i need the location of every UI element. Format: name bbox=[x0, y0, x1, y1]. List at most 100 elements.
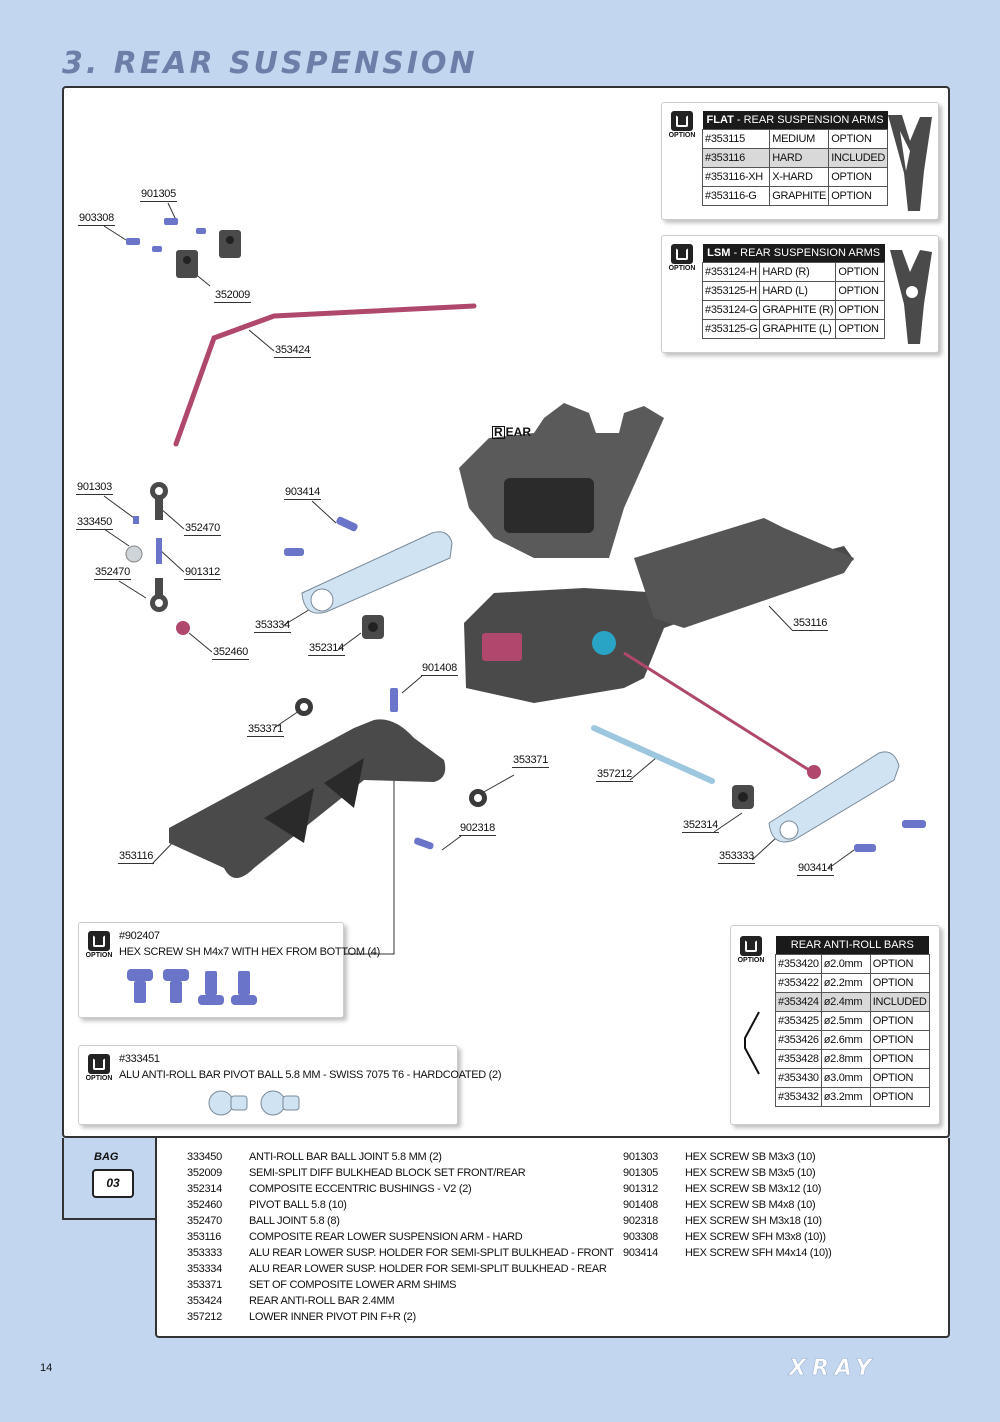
callout-901305: 901305 bbox=[140, 188, 177, 202]
callout-352314-right: 352314 bbox=[682, 819, 719, 833]
pivot-ball-illustrations bbox=[208, 1090, 300, 1116]
antiroll-option-badge: OPTION bbox=[737, 936, 765, 964]
rear-initial-box: R bbox=[492, 425, 505, 439]
callout-357212: 357212 bbox=[596, 768, 633, 782]
thumbs-up-icon bbox=[88, 931, 110, 951]
option-screw-code: #902407 bbox=[119, 930, 160, 942]
option-pivot-ball-box: OPTION #333451 ALU ANTI-ROLL BAR PIVOT B… bbox=[78, 1045, 502, 1125]
page-title: 3. REAR SUSPENSION bbox=[62, 46, 478, 81]
flat-table-header: FLAT - REAR SUSPENSION ARMS bbox=[702, 111, 888, 130]
bag-tab: BAG 03 bbox=[62, 1138, 157, 1220]
option-label: OPTION bbox=[737, 957, 765, 964]
flat-option-badge: OPTION bbox=[668, 111, 696, 139]
thumbs-up-icon bbox=[88, 1054, 110, 1074]
option-label: OPTION bbox=[668, 132, 696, 139]
hex-screw-illustrations bbox=[127, 969, 257, 1005]
ball-option-badge: OPTION bbox=[85, 1054, 113, 1082]
callout-352460: 352460 bbox=[212, 646, 249, 660]
exploded-view-drawing bbox=[103, 202, 926, 955]
lsm-table-header: LSM - REAR SUSPENSION ARMS bbox=[702, 244, 885, 263]
bag-number: 03 bbox=[92, 1169, 134, 1198]
callout-333450: 333450 bbox=[76, 516, 113, 530]
callout-903414-left: 903414 bbox=[284, 486, 321, 500]
xray-logo-text: XRAY bbox=[787, 1356, 877, 1379]
bag-label: BAG bbox=[94, 1151, 119, 1163]
callout-352470-bottom: 352470 bbox=[94, 566, 131, 580]
flat-arms-option-box: OPTION FLAT - REAR SUSPENSION ARMS #3531… bbox=[661, 102, 939, 220]
option-screw-box: OPTION #902407 HEX SCREW SH M4x7 WITH HE… bbox=[78, 922, 380, 1018]
thumbs-up-icon bbox=[740, 936, 762, 956]
callout-353371-right: 353371 bbox=[512, 754, 549, 768]
lsm-option-badge: OPTION bbox=[668, 244, 696, 272]
callout-902318: 902318 bbox=[459, 822, 496, 836]
lsm-arm-illustration bbox=[890, 250, 932, 344]
xray-logo: XRAY bbox=[787, 1356, 877, 1379]
antiroll-table-header: REAR ANTI-ROLL BARS bbox=[775, 936, 930, 955]
option-label: OPTION bbox=[85, 952, 113, 959]
option-ball-code: #333451 bbox=[119, 1053, 160, 1065]
callout-901408: 901408 bbox=[421, 662, 458, 676]
thumbs-up-icon bbox=[671, 111, 693, 131]
callout-901303: 901303 bbox=[76, 481, 113, 495]
callout-903308: 903308 bbox=[78, 212, 115, 226]
callout-353371-left: 353371 bbox=[247, 723, 284, 737]
callout-353334: 353334 bbox=[254, 619, 291, 633]
callout-353333: 353333 bbox=[718, 850, 755, 864]
rear-word: EAR bbox=[505, 425, 532, 439]
callout-353116-left: 353116 bbox=[118, 850, 155, 864]
callout-353424: 353424 bbox=[274, 344, 311, 358]
option-ball-desc: ALU ANTI-ROLL BAR PIVOT BALL 5.8 MM - SW… bbox=[119, 1069, 502, 1081]
callout-352314-left: 352314 bbox=[308, 642, 345, 656]
anti-roll-bar-icon bbox=[744, 1011, 760, 1075]
option-label: OPTION bbox=[668, 265, 696, 272]
option-screw-desc: HEX SCREW SH M4x7 WITH HEX FROM BOTTOM (… bbox=[119, 946, 380, 958]
callout-353116-right: 353116 bbox=[792, 617, 829, 631]
lsm-arms-option-box: OPTION LSM - REAR SUSPENSION ARMS #35312… bbox=[661, 235, 939, 353]
thumbs-up-icon bbox=[671, 244, 693, 264]
flat-arm-illustration bbox=[888, 115, 932, 211]
option-label: OPTION bbox=[85, 1075, 113, 1082]
callout-352009: 352009 bbox=[214, 289, 251, 303]
callout-352470-top: 352470 bbox=[184, 522, 221, 536]
page-number: 14 bbox=[40, 1362, 53, 1374]
screw-option-badge: OPTION bbox=[85, 931, 113, 959]
